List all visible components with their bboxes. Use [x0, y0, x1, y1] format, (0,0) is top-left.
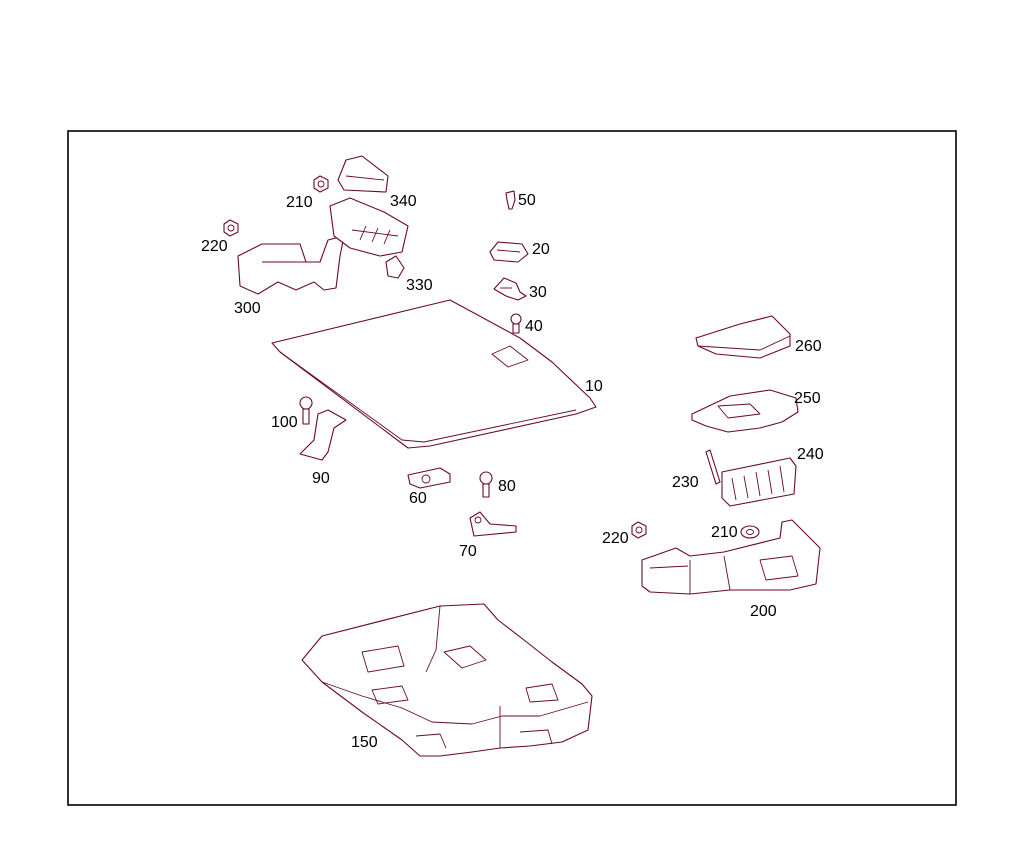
- part-50-screw[interactable]: [505, 190, 516, 210]
- part-70-hook[interactable]: [469, 511, 517, 537]
- label-100: 100: [271, 414, 298, 431]
- label-250: 250: [794, 390, 821, 407]
- part-250-tray-insert[interactable]: [691, 389, 799, 433]
- label-50: 50: [518, 192, 536, 209]
- label-300: 300: [234, 300, 261, 317]
- diagram-frame: [67, 130, 957, 806]
- label-20: 20: [532, 241, 550, 258]
- label-30: 30: [529, 284, 547, 301]
- label-80: 80: [498, 478, 516, 495]
- part-60-handle[interactable]: [407, 467, 451, 489]
- part-210-washer-lower[interactable]: [740, 525, 760, 539]
- label-210-lower: 210: [711, 524, 738, 541]
- part-upper-bracket-assembly: [329, 197, 409, 257]
- label-200: 200: [750, 603, 777, 620]
- label-90: 90: [312, 470, 330, 487]
- part-100-bolt[interactable]: [299, 396, 313, 425]
- label-150: 150: [351, 734, 378, 751]
- label-220-upper: 220: [201, 238, 228, 255]
- label-220-lower: 220: [602, 530, 629, 547]
- part-220-nut-upper[interactable]: [223, 219, 239, 237]
- label-340: 340: [390, 193, 417, 210]
- part-220-nut-lower[interactable]: [631, 521, 647, 539]
- part-330-clip[interactable]: [385, 255, 405, 279]
- part-300-side-panel[interactable]: [237, 235, 345, 295]
- part-20-clip[interactable]: [489, 241, 529, 263]
- part-10-load-floor[interactable]: [271, 299, 597, 449]
- part-240-fuse-box[interactable]: [721, 457, 797, 507]
- part-40-screw[interactable]: [510, 313, 522, 334]
- label-240: 240: [797, 446, 824, 463]
- label-260: 260: [795, 338, 822, 355]
- label-70: 70: [459, 543, 477, 560]
- label-230: 230: [672, 474, 699, 491]
- label-40: 40: [525, 318, 543, 335]
- part-150-floor-carpet[interactable]: [301, 603, 593, 757]
- part-200-storage-tray[interactable]: [641, 519, 821, 595]
- label-330: 330: [406, 277, 433, 294]
- part-210-nut-upper[interactable]: [313, 175, 329, 193]
- label-10: 10: [585, 378, 603, 395]
- part-30-bracket[interactable]: [493, 277, 527, 301]
- label-210-upper: 210: [286, 194, 313, 211]
- part-90-support-bracket[interactable]: [299, 409, 347, 461]
- label-60: 60: [409, 490, 427, 507]
- part-340-cover[interactable]: [337, 155, 389, 193]
- part-230-strip[interactable]: [705, 449, 721, 485]
- part-260-cover-lid[interactable]: [695, 315, 791, 359]
- part-80-bolt[interactable]: [479, 471, 493, 498]
